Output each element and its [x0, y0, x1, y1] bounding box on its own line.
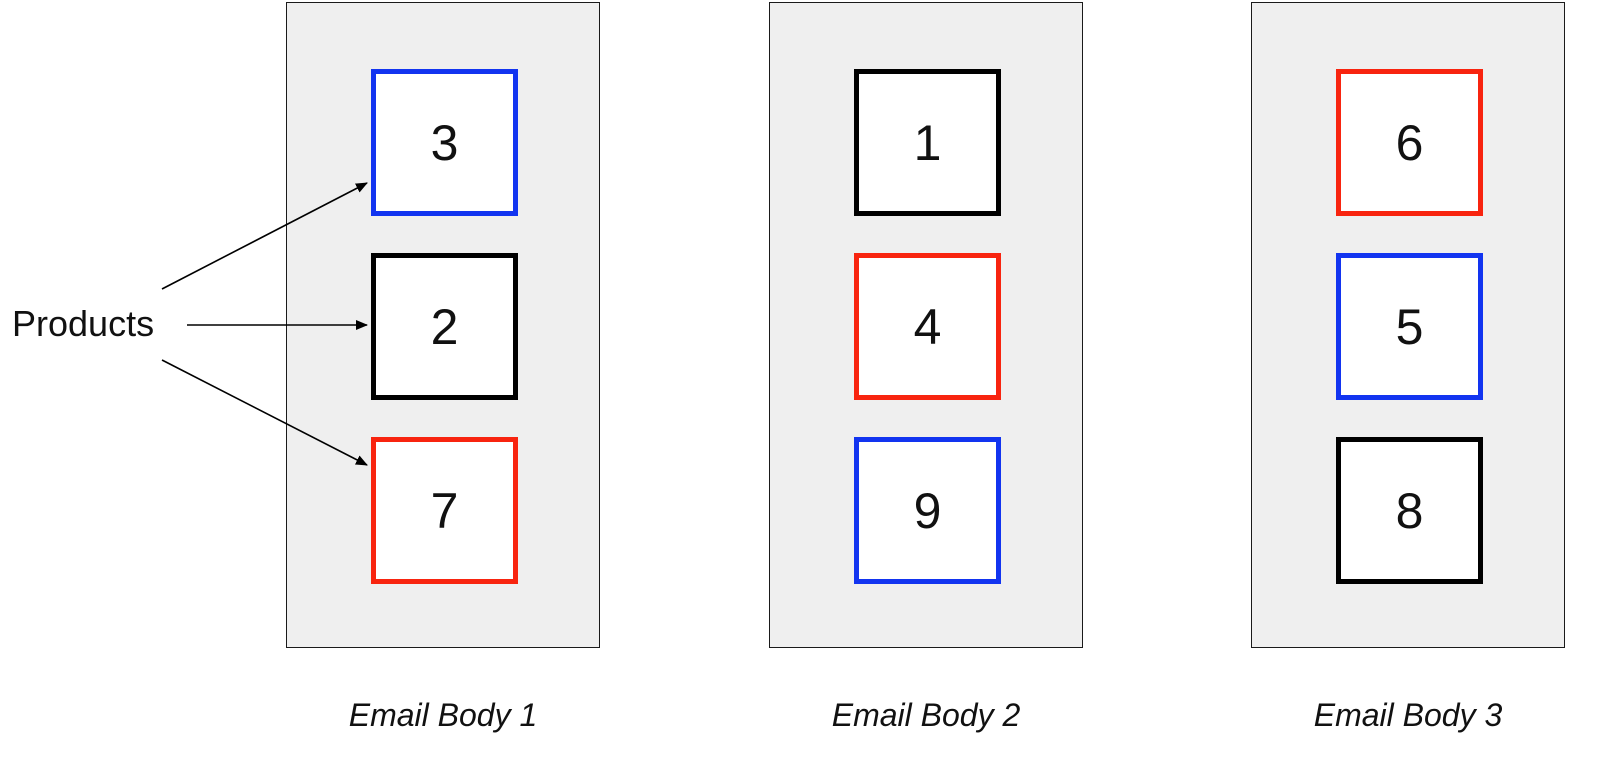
product-number: 1 [913, 114, 942, 171]
email-body-panel-2: 1 4 9 [769, 2, 1083, 648]
product-number: 3 [430, 114, 459, 171]
product-number: 8 [1395, 482, 1424, 539]
product-number: 5 [1395, 298, 1424, 355]
product-number: 4 [913, 298, 942, 355]
product-number: 9 [913, 482, 942, 539]
product-number: 7 [430, 482, 459, 539]
email-body-caption-3: Email Body 3 [1313, 697, 1503, 733]
products-label: Products [12, 303, 155, 344]
email-body-panel-3: 6 5 8 [1251, 2, 1565, 648]
product-box: 7 [371, 437, 518, 584]
email-body-caption-1: Email Body 1 [348, 697, 538, 733]
product-box: 2 [371, 253, 518, 400]
product-box: 9 [854, 437, 1001, 584]
product-box: 3 [371, 69, 518, 216]
product-box: 4 [854, 253, 1001, 400]
product-box: 8 [1336, 437, 1483, 584]
email-body-caption-2: Email Body 2 [831, 697, 1021, 733]
product-box: 1 [854, 69, 1001, 216]
product-number: 2 [430, 298, 459, 355]
email-body-panel-1: 3 2 7 [286, 2, 600, 648]
product-box: 6 [1336, 69, 1483, 216]
product-number: 6 [1395, 114, 1424, 171]
product-box: 5 [1336, 253, 1483, 400]
